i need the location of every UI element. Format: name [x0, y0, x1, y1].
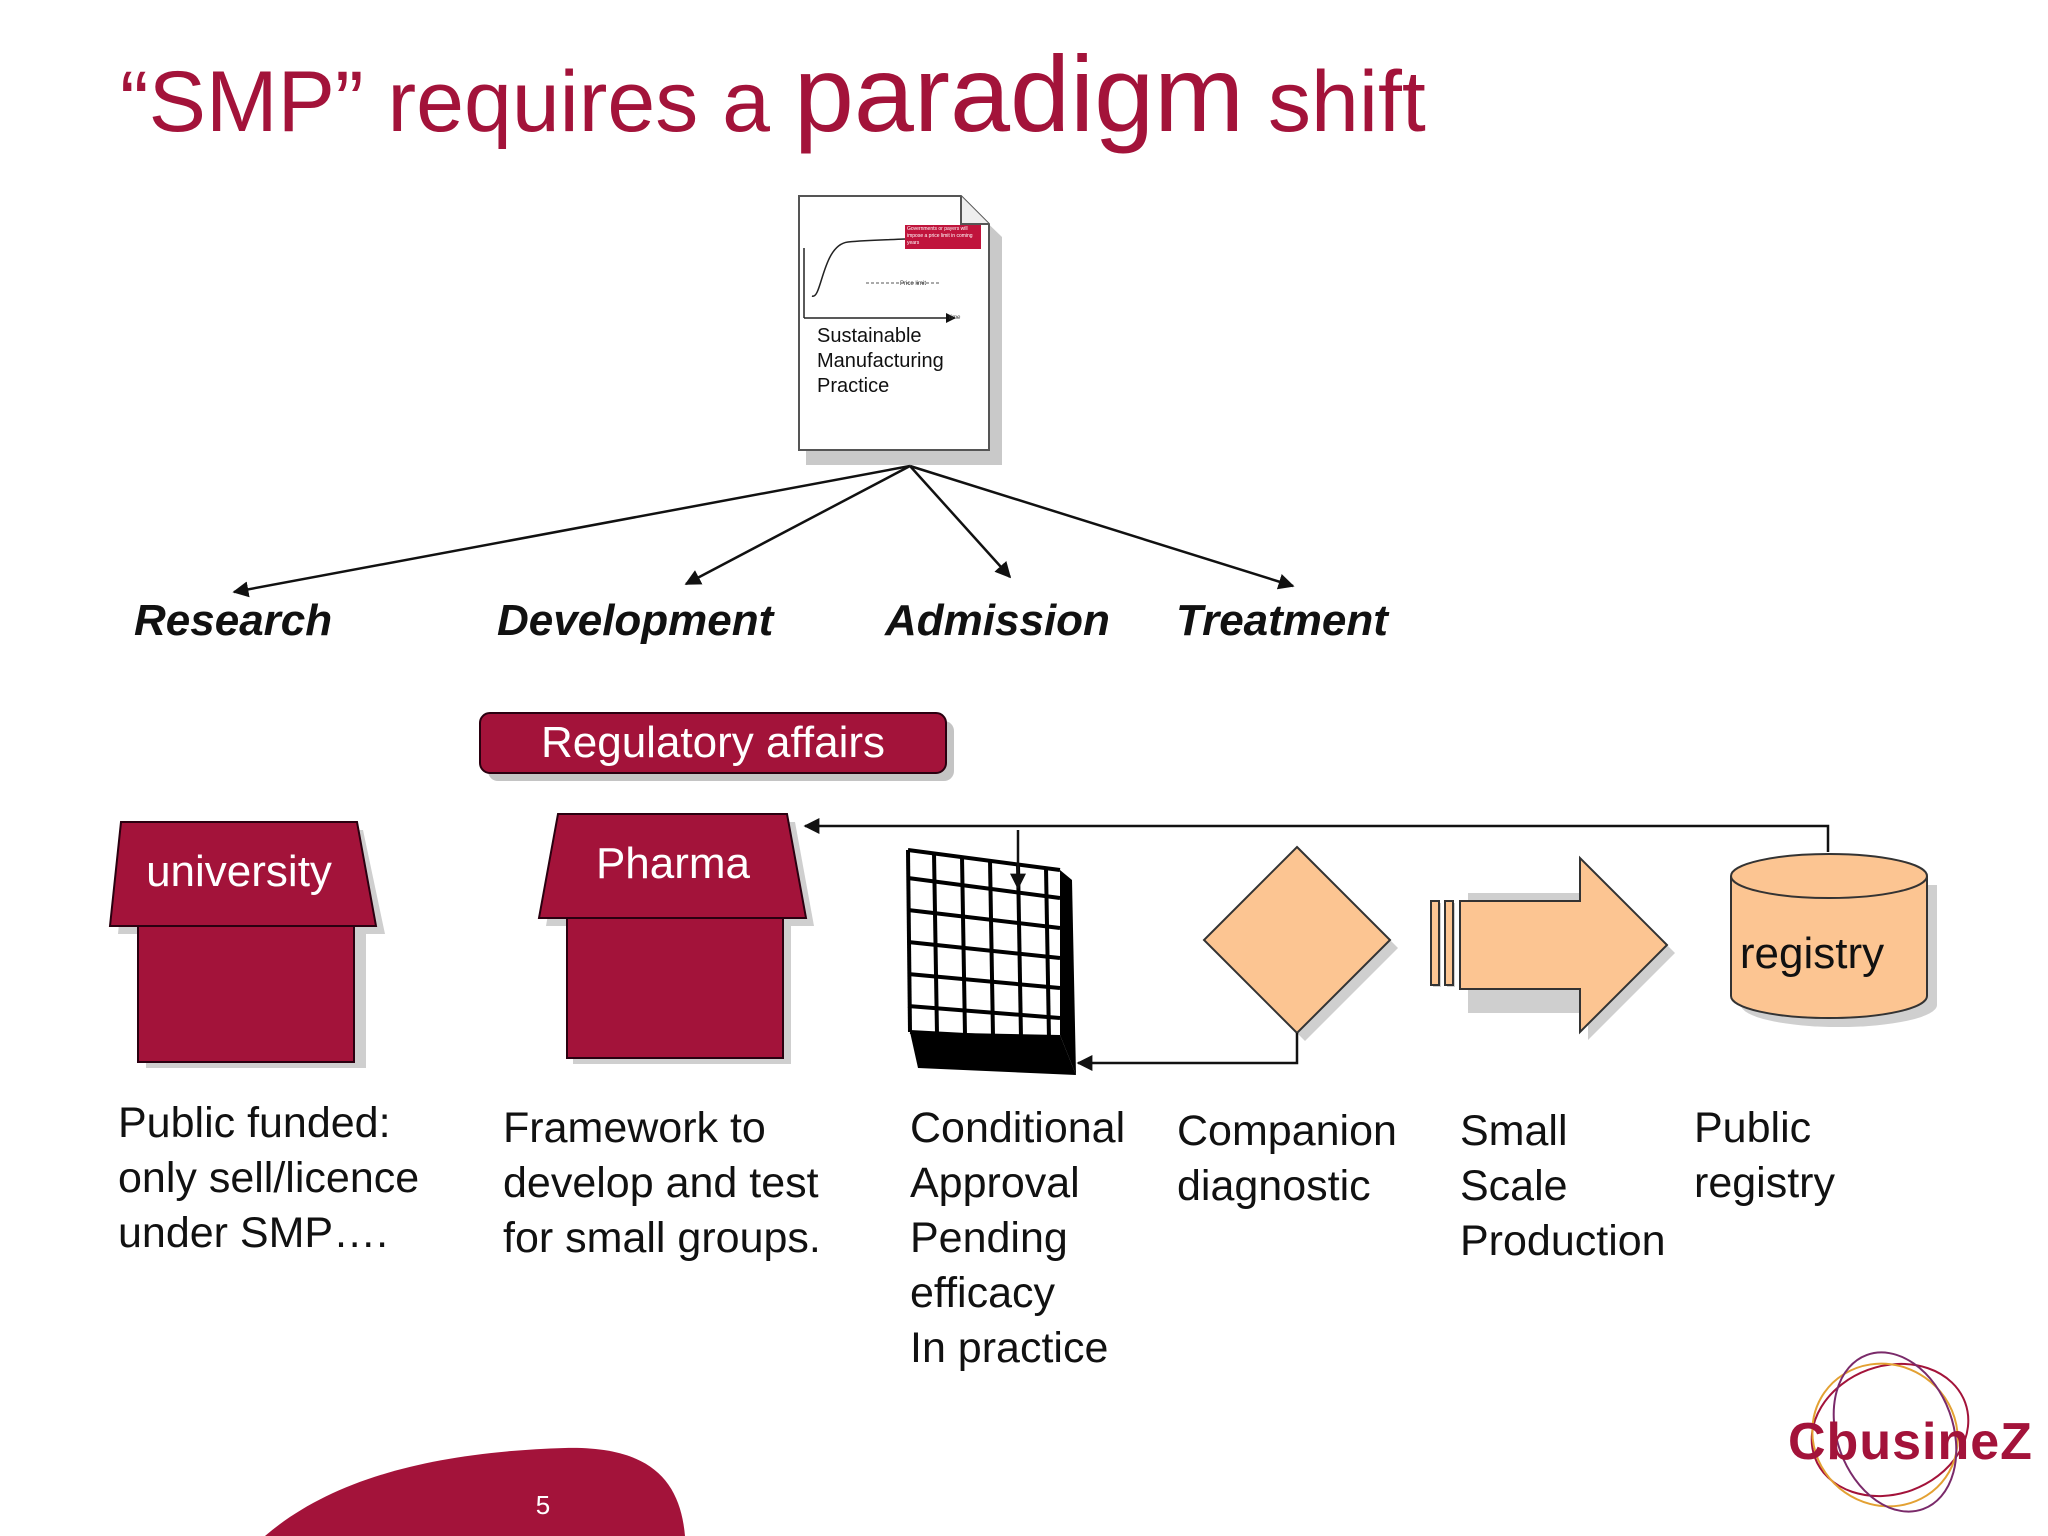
page-number: 5 — [535, 1490, 551, 1520]
university-house — [108, 821, 385, 1068]
document-icon — [798, 195, 1002, 465]
arrow-to-development — [684, 464, 911, 586]
production-block-arrow — [1430, 855, 1675, 1040]
pharma-description: Framework to develop and test for small … — [503, 1104, 821, 1262]
time-axis-label: time — [949, 315, 961, 321]
decorative-blob — [265, 1447, 685, 1536]
university-label: university — [146, 847, 332, 896]
registry-label: registry — [1739, 929, 1885, 978]
title-part-3: shift — [1244, 54, 1426, 150]
conditional-approval-description: Conditional Approval Pending efficacy In… — [910, 1104, 1126, 1372]
arrow-to-admission — [909, 465, 1012, 579]
university-description: Public funded: only sell/licence under S… — [118, 1099, 420, 1257]
companion-diagnostic-diamond — [1202, 845, 1398, 1041]
small-scale-production-description: Small Scale Production — [1460, 1107, 1666, 1265]
title-part-1: “SMP” requires a — [120, 54, 794, 150]
document-caption: Sustainable Manufacturing Practice — [817, 325, 944, 397]
registry-cylinder — [1730, 853, 1937, 1027]
stage-admission: Admission — [885, 596, 1110, 645]
arrow-to-research — [232, 464, 911, 598]
feedback-arrow-registry-to-pharma — [803, 818, 1830, 852]
document-note-text: Governments or payers will impose a pric… — [907, 226, 973, 246]
regulatory-affairs-label: Regulatory affairs — [540, 718, 886, 767]
cbusinez-logo: CbusineZ — [1788, 1413, 2033, 1471]
grid-document-icon — [906, 848, 1076, 1075]
price-limit-label: Price limit — [900, 281, 927, 287]
public-registry-description: Public registry — [1694, 1104, 1835, 1207]
document-note-box — [905, 225, 981, 249]
regulatory-affairs-box — [479, 712, 954, 781]
title-part-2: paradigm — [793, 33, 1245, 154]
stage-treatment: Treatment — [1176, 596, 1388, 645]
slide-title: “SMP” requires a paradigm shift — [120, 40, 1426, 148]
pharma-house — [537, 813, 814, 1064]
stage-development: Development — [497, 596, 774, 645]
pharma-label: Pharma — [595, 839, 751, 888]
arrow-to-treatment — [909, 464, 1295, 590]
companion-diagnostic-description: Companion diagnostic — [1177, 1107, 1397, 1210]
logo-rings — [1810, 1351, 1970, 1513]
arrow-diamond-to-grid — [1076, 1033, 1299, 1071]
stage-research: Research — [134, 596, 333, 645]
